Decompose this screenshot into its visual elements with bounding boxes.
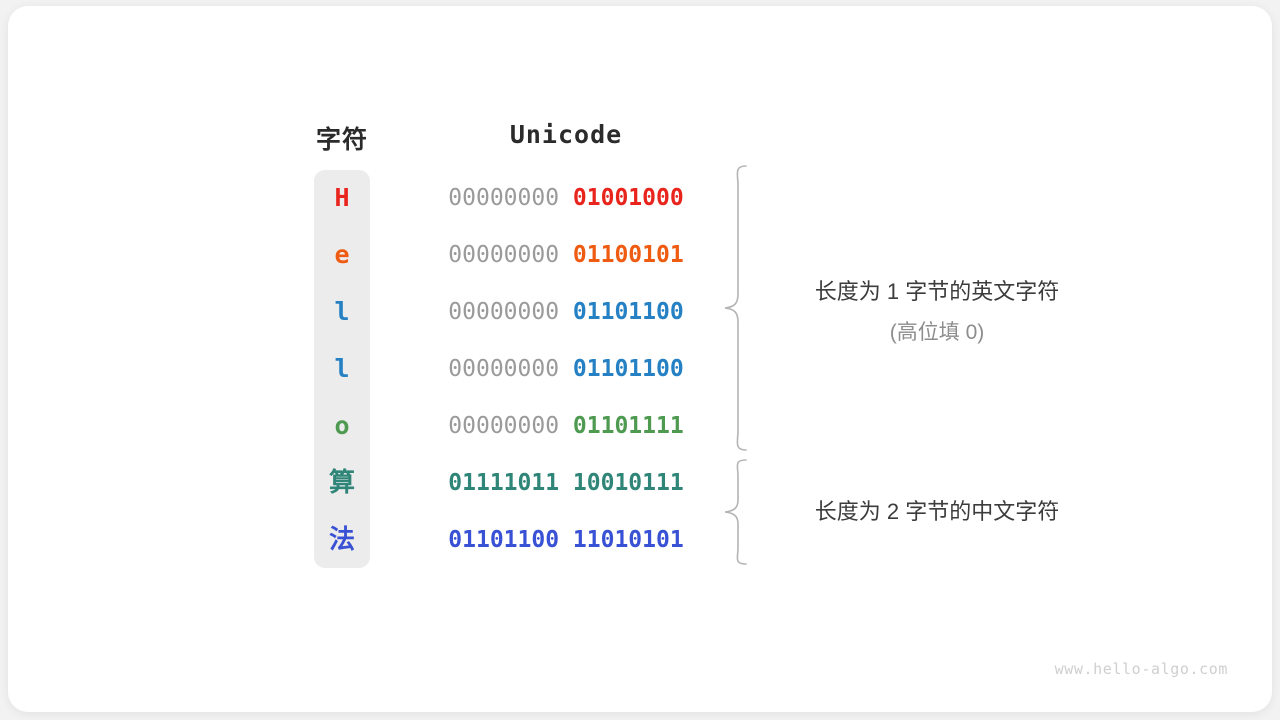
unicode-binary-row: 00000000 01101100 bbox=[440, 297, 692, 327]
unicode-binary-row: 01111011 10010111 bbox=[440, 468, 692, 498]
unicode-high-byte: 00000000 bbox=[448, 413, 560, 439]
unicode-high-byte: 00000000 bbox=[448, 356, 560, 382]
annotation-two-byte: 长度为 2 字节的中文字符 bbox=[730, 494, 1144, 526]
unicode-binary-row: 01101100 11010101 bbox=[440, 525, 692, 555]
byte-separator bbox=[559, 527, 573, 553]
byte-separator bbox=[559, 413, 573, 439]
annotation-two-byte-main: 长度为 2 字节的中文字符 bbox=[814, 499, 1060, 524]
character-column-background bbox=[314, 170, 370, 568]
character-cell: e bbox=[334, 240, 350, 269]
character-cell: H bbox=[334, 183, 350, 212]
brace-two-byte-group bbox=[724, 459, 747, 565]
character-cell: l bbox=[334, 354, 350, 383]
unicode-high-byte: 00000000 bbox=[448, 185, 560, 211]
unicode-high-byte: 01101100 bbox=[448, 527, 560, 553]
column-header-unicode: Unicode bbox=[509, 120, 623, 149]
unicode-binary-row: 00000000 01101111 bbox=[440, 411, 692, 441]
byte-separator bbox=[559, 299, 573, 325]
byte-separator bbox=[559, 470, 573, 496]
annotation-one-byte-sub: (高位填 0) bbox=[889, 321, 985, 344]
unicode-low-byte: 01101100 bbox=[572, 356, 684, 382]
character-cell: l bbox=[334, 297, 350, 326]
unicode-binary-row: 00000000 01101100 bbox=[440, 354, 692, 384]
unicode-high-byte: 00000000 bbox=[448, 242, 560, 268]
annotation-one-byte: 长度为 1 字节的英文字符 (高位填 0) bbox=[730, 274, 1144, 346]
brace-one-byte-group bbox=[724, 165, 747, 451]
byte-separator bbox=[559, 356, 573, 382]
unicode-high-byte: 01111011 bbox=[448, 470, 560, 496]
unicode-low-byte: 01100101 bbox=[572, 242, 684, 268]
annotation-one-byte-main: 长度为 1 字节的英文字符 bbox=[814, 279, 1060, 304]
unicode-low-byte: 10010111 bbox=[572, 470, 684, 496]
character-cell: 算 bbox=[328, 468, 355, 498]
unicode-high-byte: 00000000 bbox=[448, 299, 560, 325]
unicode-binary-row: 00000000 01001000 bbox=[440, 183, 692, 213]
character-cell: 法 bbox=[328, 525, 355, 555]
byte-separator bbox=[559, 242, 573, 268]
column-header-character: 字符 bbox=[315, 126, 368, 154]
character-cell: o bbox=[334, 411, 350, 440]
unicode-low-byte: 01101100 bbox=[572, 299, 684, 325]
unicode-low-byte: 01101111 bbox=[572, 413, 684, 439]
unicode-low-byte: 01001000 bbox=[572, 185, 684, 211]
unicode-low-byte: 11010101 bbox=[572, 527, 684, 553]
byte-separator bbox=[559, 185, 573, 211]
watermark: www.hello-algo.com bbox=[1054, 660, 1228, 678]
unicode-binary-row: 00000000 01100101 bbox=[440, 240, 692, 270]
